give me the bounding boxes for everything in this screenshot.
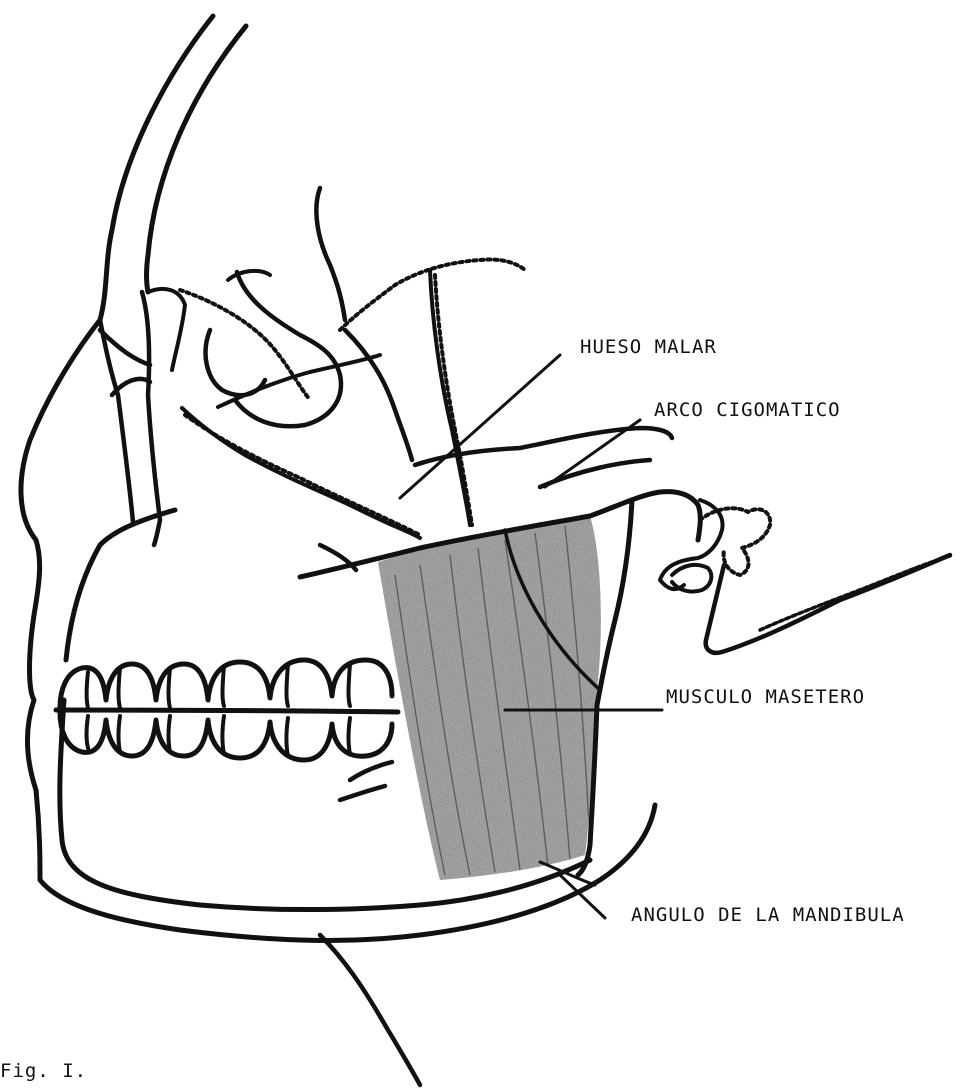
label-hueso-malar: HUESO MALAR <box>580 338 717 357</box>
masseter-muscle-shading <box>370 510 610 890</box>
teeth <box>56 660 398 800</box>
orbit-and-sutures <box>148 188 672 538</box>
label-arco-cigomatico: ARCO CIGOMATICO <box>654 401 841 420</box>
label-angulo-mandibula: ANGULO DE LA MANDIBULA <box>631 906 905 925</box>
figure-caption: Fig. I. <box>0 1062 87 1081</box>
label-musculo-masetero: MUSCULO MASETERO <box>666 688 865 707</box>
zygomatic-arch-and-ramus <box>300 492 950 875</box>
